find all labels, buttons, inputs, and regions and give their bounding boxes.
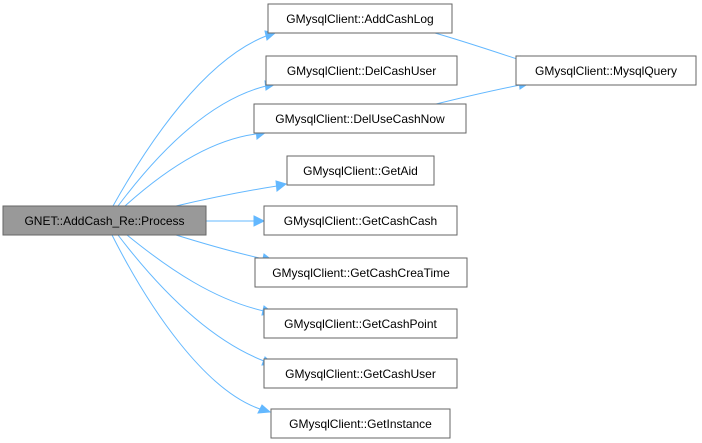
node-get-aid-label: GMysqlClient::GetAid [303, 164, 418, 178]
node-get-aid[interactable]: GMysqlClient::GetAid [286, 155, 435, 186]
edge-process-get-aid [175, 180, 288, 207]
node-mysql-query-label: GMysqlClient::MysqlQuery [535, 64, 677, 78]
node-get-cash-user[interactable]: GMysqlClient::GetCashUser [263, 358, 458, 389]
node-get-cash-point[interactable]: GMysqlClient::GetCashPoint [263, 308, 458, 339]
edge-process-del-cash-user [117, 80, 277, 207]
edge-process-get-instance [111, 234, 272, 414]
node-process[interactable]: GNET::AddCash_Re::Process [2, 205, 207, 236]
edge-process-get-cash-point [126, 234, 275, 316]
node-get-instance-label: GMysqlClient::GetInstance [289, 417, 432, 431]
node-del-cash-user-label: GMysqlClient::DelCashUser [287, 64, 436, 78]
node-get-cash-point-label: GMysqlClient::GetCashPoint [284, 317, 437, 331]
node-del-cash-user[interactable]: GMysqlClient::DelCashUser [265, 55, 458, 86]
node-get-cash-cash[interactable]: GMysqlClient::GetCashCash [263, 205, 458, 236]
node-mysql-query[interactable]: GMysqlClient::MysqlQuery [515, 55, 697, 86]
edge-process-get-cash-cash [206, 215, 266, 227]
node-get-cash-user-label: GMysqlClient::GetCashUser [285, 367, 436, 381]
nodes-layer: GNET::AddCash_Re::Process GMysqlClient::… [2, 3, 697, 439]
node-process-label: GNET::AddCash_Re::Process [24, 214, 184, 228]
node-del-use-cash-now[interactable]: GMysqlClient::DelUseCashNow [253, 103, 467, 134]
edge-process-get-cash-user [117, 234, 275, 366]
node-get-cash-crea-time[interactable]: GMysqlClient::GetCashCreaTime [254, 257, 468, 288]
edge-process-add-cash-log [112, 30, 277, 207]
node-get-cash-crea-time-label: GMysqlClient::GetCashCreaTime [272, 266, 450, 280]
node-get-cash-cash-label: GMysqlClient::GetCashCash [284, 214, 437, 228]
node-del-use-cash-now-label: GMysqlClient::DelUseCashNow [275, 112, 445, 126]
edge-process-del-use-cash-now [124, 128, 268, 207]
node-add-cash-log-label: GMysqlClient::AddCashLog [286, 12, 433, 26]
node-get-instance[interactable]: GMysqlClient::GetInstance [270, 408, 451, 439]
node-add-cash-log[interactable]: GMysqlClient::AddCashLog [267, 3, 453, 34]
